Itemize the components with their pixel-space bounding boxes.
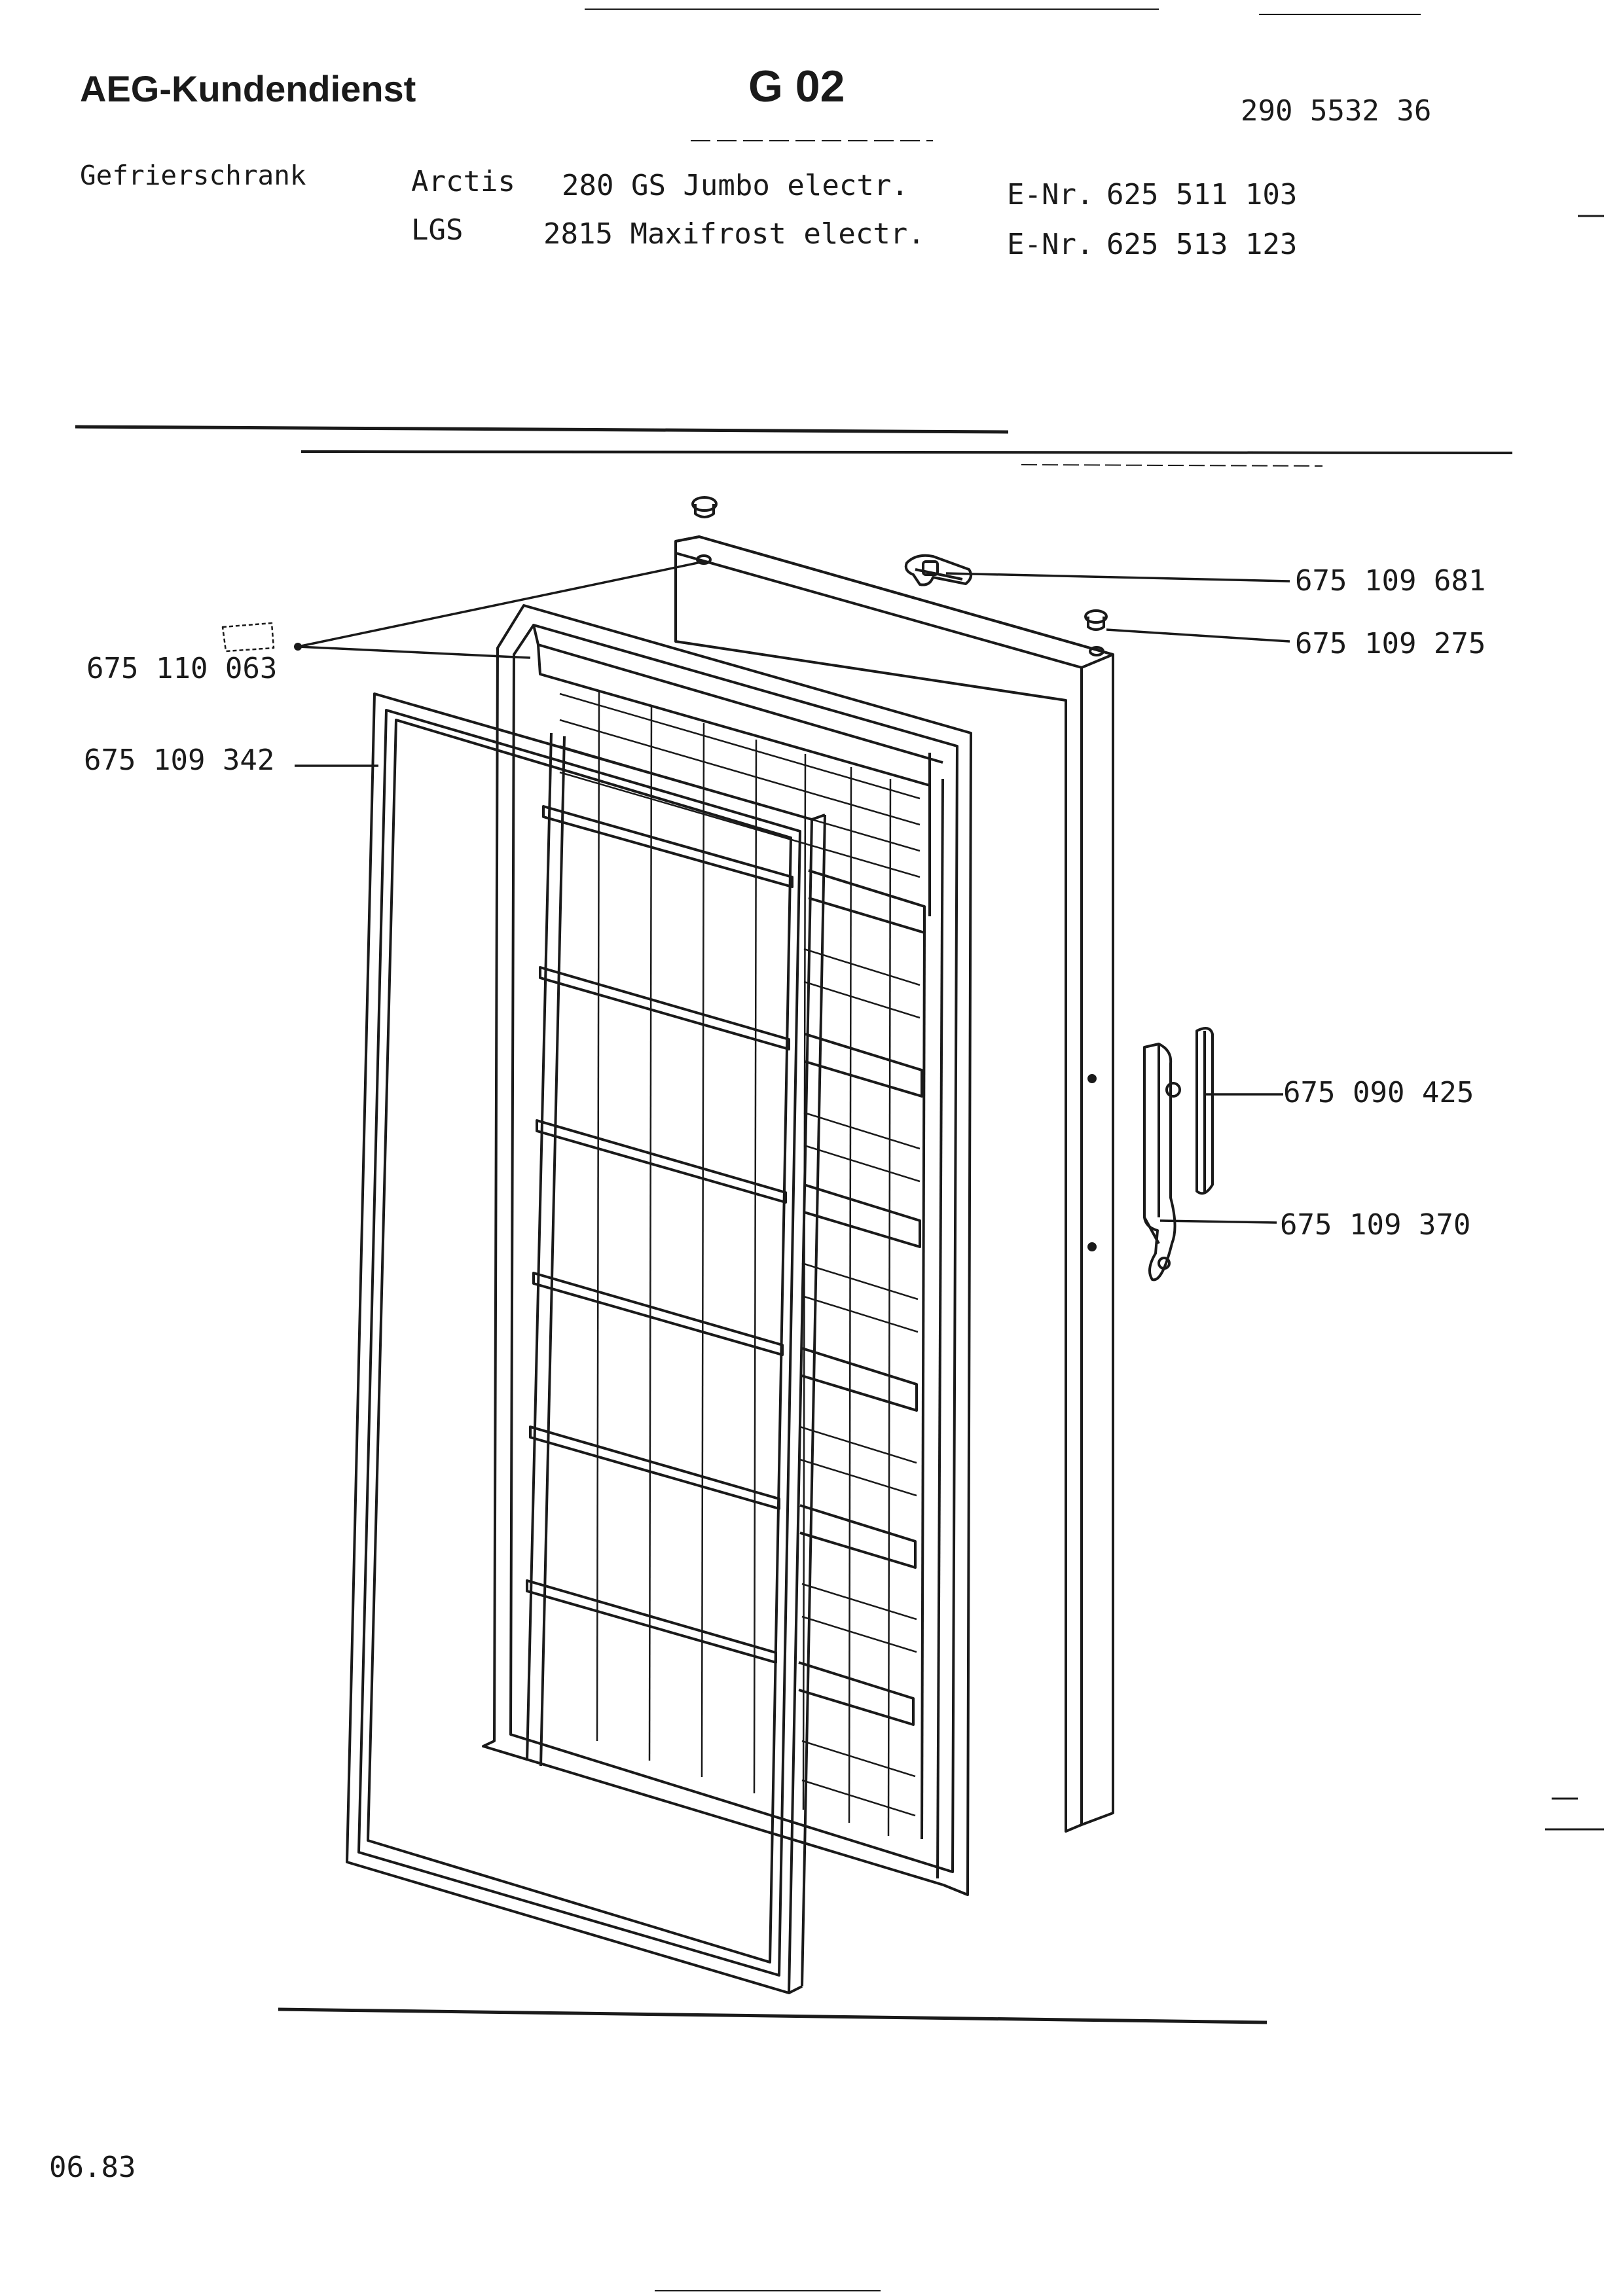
appliance-type: Gefrierschrank	[80, 160, 306, 191]
separator-line-lower	[301, 450, 1513, 454]
model-2-brand: LGS	[411, 213, 464, 247]
model-1-enr-label: E-Nr.	[1007, 178, 1094, 211]
leader-063-a	[297, 560, 704, 648]
scan-rule-faint	[1021, 464, 1323, 467]
handle-cover-icon	[1195, 1027, 1214, 1195]
top-bracket-icon	[904, 554, 973, 586]
door-outer-panel	[674, 535, 1114, 1833]
model-2-enr-label: E-Nr.	[1007, 228, 1094, 261]
screw-cover-icon	[221, 622, 275, 653]
separator-line-bottom	[278, 2007, 1267, 2024]
hinge-pin-icon	[691, 496, 718, 518]
leader-681	[945, 572, 1290, 583]
part-label-370: 675 109 370	[1280, 1208, 1471, 1242]
model-1-brand: Arctis	[411, 165, 515, 198]
model-1-name: 280 GS Jumbo electr.	[562, 169, 909, 202]
part-label-342: 675 109 342	[84, 744, 275, 777]
top-pin-icon	[1084, 609, 1108, 631]
door-shelf-rails	[526, 732, 793, 1767]
part-label-275: 675 109 275	[1295, 627, 1486, 660]
part-label-063: 675 110 063	[86, 652, 278, 685]
leader-275	[1106, 628, 1290, 643]
leader-dot	[294, 643, 302, 651]
revision-date: 06.83	[49, 2151, 136, 2184]
leader-lines	[295, 560, 1290, 1224]
door-gasket-frame	[346, 692, 826, 1994]
doc-number: 290 5532 36	[1241, 94, 1432, 128]
part-label-681: 675 109 681	[1295, 564, 1486, 598]
door-handle-icon	[1143, 1043, 1181, 1282]
group-code: G 02	[748, 62, 845, 111]
model-2-enr: 625 513 123	[1106, 228, 1298, 261]
separator-line-upper	[75, 425, 1009, 434]
model-2-name: 2815 Maxifrost electr.	[543, 217, 925, 251]
leader-370	[1159, 1219, 1277, 1224]
leader-063-b	[297, 645, 531, 659]
model-1-enr: 625 511 103	[1106, 178, 1298, 211]
service-title: AEG-Kundendienst	[80, 68, 416, 109]
door-inner-liner	[482, 604, 972, 1896]
part-label-425: 675 090 425	[1283, 1076, 1474, 1109]
